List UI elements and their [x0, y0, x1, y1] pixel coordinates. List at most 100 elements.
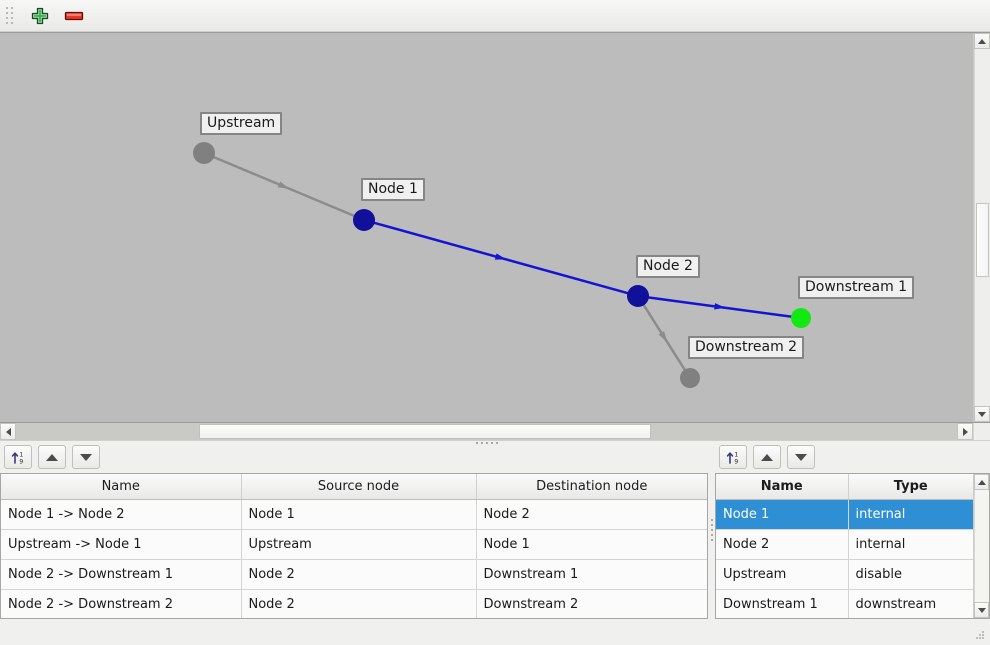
edges-sort-button[interactable]: 1 9 [4, 445, 32, 469]
graph-node-label-node2[interactable]: Node 2 [636, 255, 700, 278]
status-bar [0, 619, 990, 645]
nodes-col-name[interactable]: Name [716, 474, 849, 500]
graph-node-downstream2[interactable] [680, 368, 700, 388]
resize-grip[interactable] [976, 631, 988, 643]
nodes-cell-type[interactable]: downstream [848, 589, 973, 618]
tables-area: 1 9 Name [0, 441, 990, 619]
triangle-down-icon [978, 411, 986, 417]
nodes-col-type[interactable]: Type [848, 474, 973, 500]
graph-hscroll-thumb[interactable] [199, 424, 652, 439]
edges-cell-name[interactable]: Node 1 -> Node 2 [1, 499, 242, 530]
nodes-sort-button[interactable]: 1 9 [719, 445, 747, 469]
edges-cell-destination[interactable]: Node 1 [476, 529, 707, 560]
svg-text:9: 9 [734, 458, 738, 465]
toolbar-separator [0, 31, 990, 32]
nodes-table-vertical-scrollbar[interactable] [973, 474, 989, 618]
graph-edges-layer [193, 142, 811, 388]
edges-cell-name[interactable]: Node 2 -> Downstream 2 [1, 589, 242, 618]
graph-horizontal-scrollbar[interactable] [0, 423, 990, 444]
edges-cell-source[interactable]: Node 1 [241, 499, 477, 530]
edges-table-element: Name Source node Destination node Node 1… [1, 474, 707, 618]
sort-numeric-ascending-icon: 1 9 [11, 451, 23, 465]
vertical-splitter[interactable] [708, 441, 715, 619]
nodes-cell-type[interactable]: internal [848, 499, 973, 530]
graph-scroll-right-button[interactable] [957, 423, 973, 440]
graph-node-label-downstream1[interactable]: Downstream 1 [798, 276, 915, 299]
edges-col-name[interactable]: Name [1, 474, 242, 500]
main-toolbar [0, 0, 990, 32]
nodes-table-header-row: Name Type [716, 474, 973, 500]
vertical-splitter-grip [710, 519, 713, 541]
add-node-button[interactable] [26, 3, 54, 29]
edges-move-down-button[interactable] [72, 445, 100, 469]
nodes-move-up-button[interactable] [753, 445, 781, 469]
graph-node-node2[interactable] [627, 285, 649, 307]
graph-vscroll-track[interactable] [974, 49, 990, 406]
edges-table-container[interactable]: Name Source node Destination node Node 1… [0, 473, 708, 619]
edges-table-header-row: Name Source node Destination node [1, 474, 707, 500]
nodes-cell-name[interactable]: Node 1 [716, 499, 849, 530]
triangle-left-icon [5, 427, 11, 436]
graph-node-node1[interactable] [353, 209, 375, 231]
nodes-vscroll-track[interactable] [974, 490, 989, 602]
edges-col-destination[interactable]: Destination node [476, 474, 707, 500]
nodes-scroll-down-button[interactable] [974, 602, 989, 618]
graph-scroll-up-button[interactable] [974, 33, 990, 49]
edges-cell-name[interactable]: Upstream -> Node 1 [1, 529, 242, 560]
edges-cell-source[interactable]: Node 2 [241, 559, 477, 590]
graph-vertical-scrollbar[interactable] [973, 33, 990, 422]
graph-hscroll-track[interactable] [16, 423, 957, 444]
edges-col-source[interactable]: Source node [241, 474, 477, 500]
nodes-cell-name[interactable]: Downstream 1 [716, 589, 849, 618]
triangle-right-icon [962, 427, 968, 436]
edges-cell-name[interactable]: Node 2 -> Downstream 1 [1, 559, 242, 590]
graph-node-downstream1[interactable] [791, 308, 811, 328]
nodes-scroll-up-button[interactable] [974, 474, 989, 490]
graph-node-label-upstream[interactable]: Upstream [200, 112, 283, 135]
minus-icon [64, 11, 84, 20]
graph-node-label-downstream2[interactable]: Downstream 2 [688, 336, 805, 359]
edges-cell-destination[interactable]: Node 2 [476, 499, 707, 530]
graph-node-label-node1[interactable]: Node 1 [361, 178, 425, 201]
triangle-up-icon [761, 453, 773, 461]
nodes-cell-type[interactable]: disable [848, 559, 973, 590]
edges-cell-source[interactable]: Upstream [241, 529, 477, 560]
nodes-toolbar: 1 9 [715, 441, 990, 473]
nodes-cell-name[interactable]: Upstream [716, 559, 849, 590]
sort-numeric-ascending-icon: 1 9 [726, 451, 738, 465]
remove-node-button[interactable] [60, 3, 88, 29]
nodes-pane: 1 9 Name [715, 441, 990, 619]
edges-cell-destination[interactable]: Downstream 1 [476, 559, 707, 590]
graph-scroll-down-button[interactable] [974, 406, 990, 422]
edges-table[interactable]: Name Source node Destination node Node 1… [1, 474, 707, 618]
nodes-move-down-button[interactable] [787, 445, 815, 469]
svg-text:1: 1 [19, 451, 23, 458]
graph-node-upstream[interactable] [193, 142, 215, 164]
edges-cell-destination[interactable]: Downstream 2 [476, 589, 707, 618]
nodes-cell-name[interactable]: Node 2 [716, 529, 849, 560]
toolbar-drag-handle[interactable] [4, 5, 14, 27]
edges-cell-source[interactable]: Node 2 [241, 589, 477, 618]
triangle-up-icon [977, 479, 986, 485]
triangle-up-icon [978, 38, 986, 44]
scrollbar-corner [973, 423, 990, 440]
graph-scroll-left-button[interactable] [0, 423, 16, 440]
edges-move-up-button[interactable] [38, 445, 66, 469]
nodes-cell-type[interactable]: internal [848, 529, 973, 560]
graph-vscroll-thumb[interactable] [976, 202, 989, 278]
